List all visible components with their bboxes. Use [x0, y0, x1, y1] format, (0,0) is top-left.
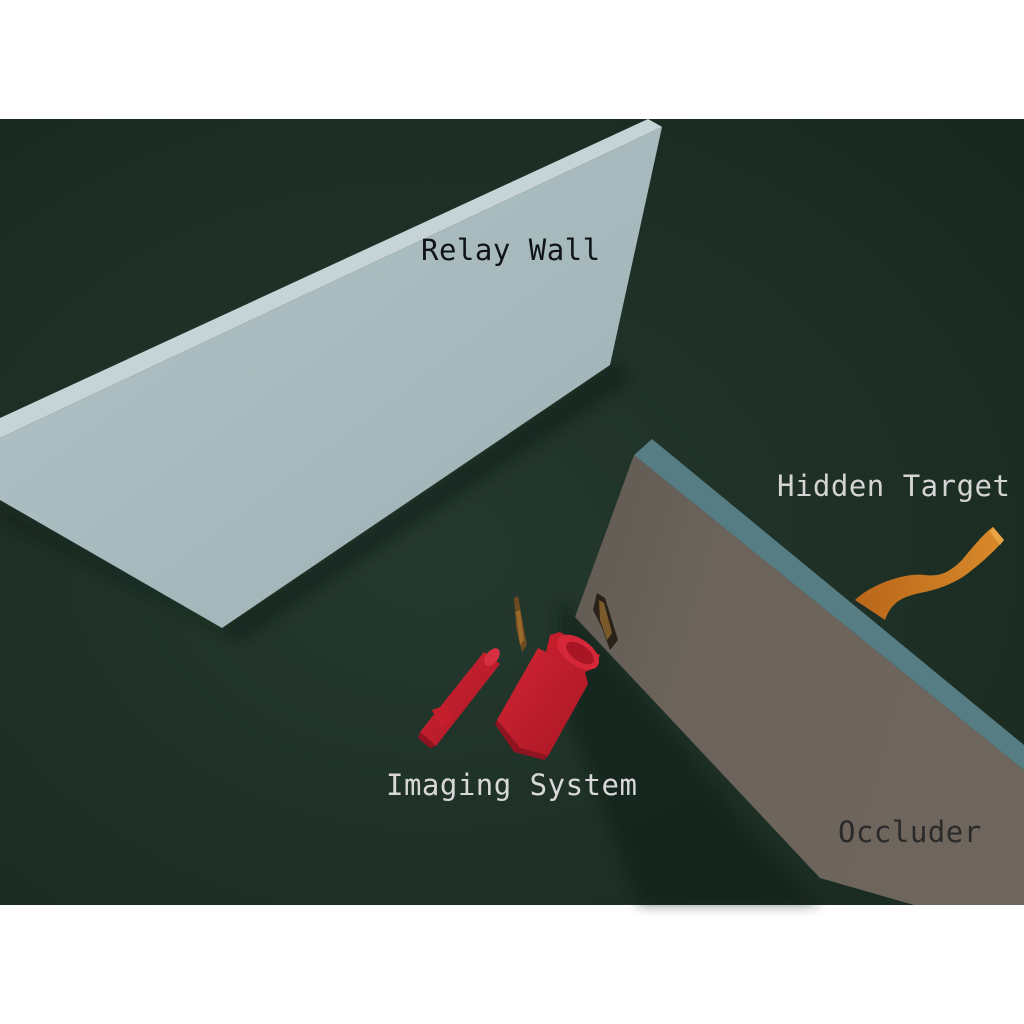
imaging-system-label: Imaging System: [386, 768, 637, 802]
relay-wall-side-edge: [648, 119, 662, 127]
imaging-system: [418, 632, 600, 760]
relay-wall-top-edge: [0, 119, 662, 438]
occluder-aperture-glimpse: [599, 600, 612, 640]
hidden-target-label: Hidden Target: [777, 469, 1010, 503]
relay-wall-face: [0, 127, 662, 628]
hidden-target-highlight: [990, 527, 1004, 545]
relay-wall-shadow: [0, 362, 630, 640]
occluder-top-edge: [634, 439, 1024, 770]
occluder-face: [575, 455, 1024, 905]
hidden-target-shape: [855, 527, 1004, 620]
laser-tube: [418, 648, 500, 748]
scatter-glimpse-inner: [516, 610, 524, 645]
occluder-shadow: [560, 600, 820, 905]
occluder: [575, 439, 1024, 905]
relay-wall: [0, 119, 662, 628]
camera-body: [495, 632, 600, 760]
relay-wall-label: Relay Wall: [421, 233, 601, 267]
occluder-label: Occluder: [838, 815, 982, 849]
hidden-target: [855, 527, 1004, 620]
